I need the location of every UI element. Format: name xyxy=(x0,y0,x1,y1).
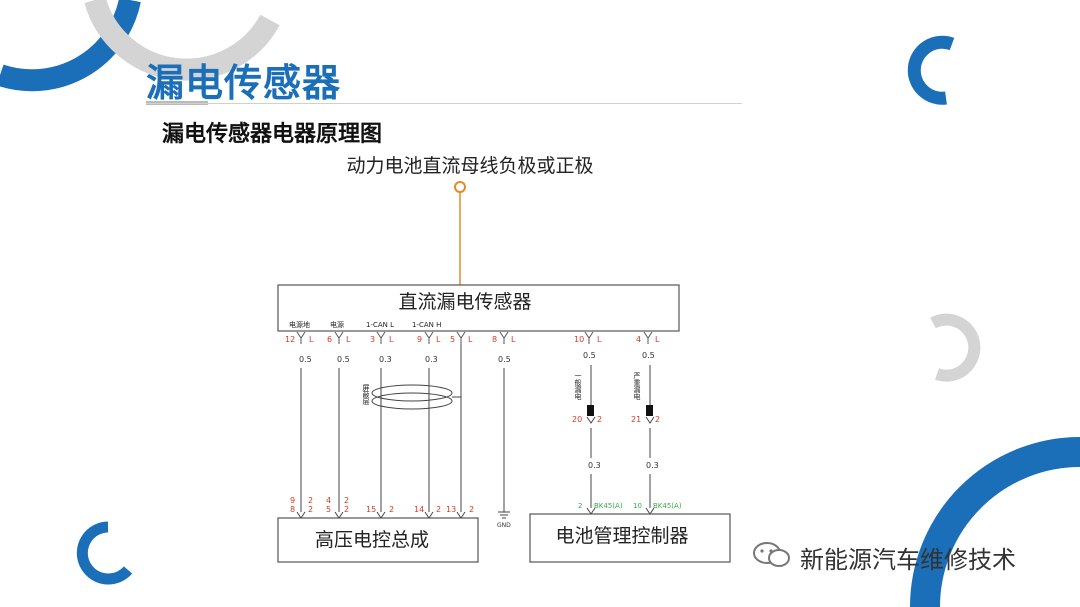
pin-10-L: L xyxy=(597,335,602,344)
pin-name-12: 电源地 xyxy=(289,320,310,329)
arc-top-left-grey xyxy=(84,0,280,81)
pin-8-L: L xyxy=(511,335,516,344)
hv-pin-15-2: 2 xyxy=(389,505,394,514)
hv-pin-2b: 2 xyxy=(308,505,313,514)
pin-6: 6 xyxy=(327,335,332,344)
shield-label: 屏蔽层 xyxy=(362,384,370,406)
pin-4-L: L xyxy=(655,335,660,344)
ground-label: GND xyxy=(497,522,511,529)
hv-controller-label: 高压电控总成 xyxy=(315,529,429,551)
pin-10: 10 xyxy=(574,335,584,344)
conn-21: 21 xyxy=(631,415,641,424)
wire-size-8: 0.5 xyxy=(498,355,511,364)
hv-pin-2a: 2 xyxy=(308,496,313,505)
wire-size-10b: 0.3 xyxy=(588,461,601,470)
hv-pin-13: 13 xyxy=(446,505,456,514)
page-subtitle: 漏电传感器电器原理图 xyxy=(162,122,383,147)
hv-pin-4: 4 xyxy=(326,496,331,505)
conn-20-2: 2 xyxy=(597,415,602,424)
hv-pin-14: 14 xyxy=(414,505,424,514)
pin-9: 9 xyxy=(417,335,422,344)
pin-5: 5 xyxy=(450,335,455,344)
watermark-text: 新能源汽车维修技术 xyxy=(800,546,1016,574)
wire-size-9: 0.3 xyxy=(425,355,438,364)
source-label: 动力电池直流母线负极或正极 xyxy=(346,155,593,177)
conn-20: 20 xyxy=(572,415,582,424)
pin-5-L: L xyxy=(468,335,473,344)
pin-8: 8 xyxy=(492,335,497,344)
hv-pin-15: 15 xyxy=(366,505,376,514)
bms-pin-10: 10 xyxy=(633,502,642,510)
arc-right-grey xyxy=(930,313,981,382)
bms-pin-2-conn: BK45(A) xyxy=(594,502,623,510)
hv-pin-14-2: 2 xyxy=(436,505,441,514)
hv-pin-2c: 2 xyxy=(344,496,349,505)
wire-size-4: 0.5 xyxy=(642,351,655,360)
source-terminal xyxy=(454,181,466,193)
arc-bottom-right-blue xyxy=(910,437,1080,607)
hv-pin-13-2: 2 xyxy=(469,505,474,514)
hv-pin-5: 5 xyxy=(326,505,331,514)
pin-name-6: 电源 xyxy=(330,320,344,329)
wire-size-4b: 0.3 xyxy=(646,461,659,470)
shield-twist-top xyxy=(371,384,453,402)
title-divider xyxy=(146,103,742,104)
pin-3: 3 xyxy=(370,335,375,344)
hv-controller-box xyxy=(277,517,479,563)
hv-pin-2d: 2 xyxy=(344,505,349,514)
pin-name-3: 1-CAN L xyxy=(366,321,394,329)
bms-box xyxy=(529,513,731,563)
arc-top-right-blue xyxy=(907,35,955,105)
bms-pin-2: 2 xyxy=(578,502,582,510)
sensor-label: 直流漏电传感器 xyxy=(398,291,531,313)
pin-6-L: L xyxy=(346,335,351,344)
pin-name-10: 一般漏电 xyxy=(574,372,582,400)
sensor-box xyxy=(277,284,680,332)
wire-size-6: 0.5 xyxy=(337,355,350,364)
wire-size-10: 0.5 xyxy=(583,351,596,360)
page-title: 漏电传感器 xyxy=(146,61,342,105)
hv-pin-9: 9 xyxy=(290,496,295,505)
pin-4: 4 xyxy=(636,335,641,344)
wire-size-3: 0.3 xyxy=(379,355,392,364)
bms-pin-10-conn: BK45(A) xyxy=(653,502,682,510)
pin-name-9: 1-CAN H xyxy=(412,321,441,329)
pin-9-L: L xyxy=(436,335,441,344)
bms-label: 电池管理控制器 xyxy=(555,525,688,547)
hv-pin-8: 8 xyxy=(290,505,295,514)
pin-3-L: L xyxy=(389,335,394,344)
wechat-icon xyxy=(753,542,790,567)
pin-12-L: L xyxy=(309,335,314,344)
arc-top-left-blue xyxy=(0,0,141,92)
pin-12: 12 xyxy=(285,335,295,344)
conn-21-2: 2 xyxy=(655,415,660,424)
pin-name-4: 严重漏电 xyxy=(633,372,641,400)
shield-twist-bottom xyxy=(371,392,453,410)
arc-bottom-left-blue xyxy=(76,521,133,585)
wire-size-12: 0.5 xyxy=(299,355,312,364)
